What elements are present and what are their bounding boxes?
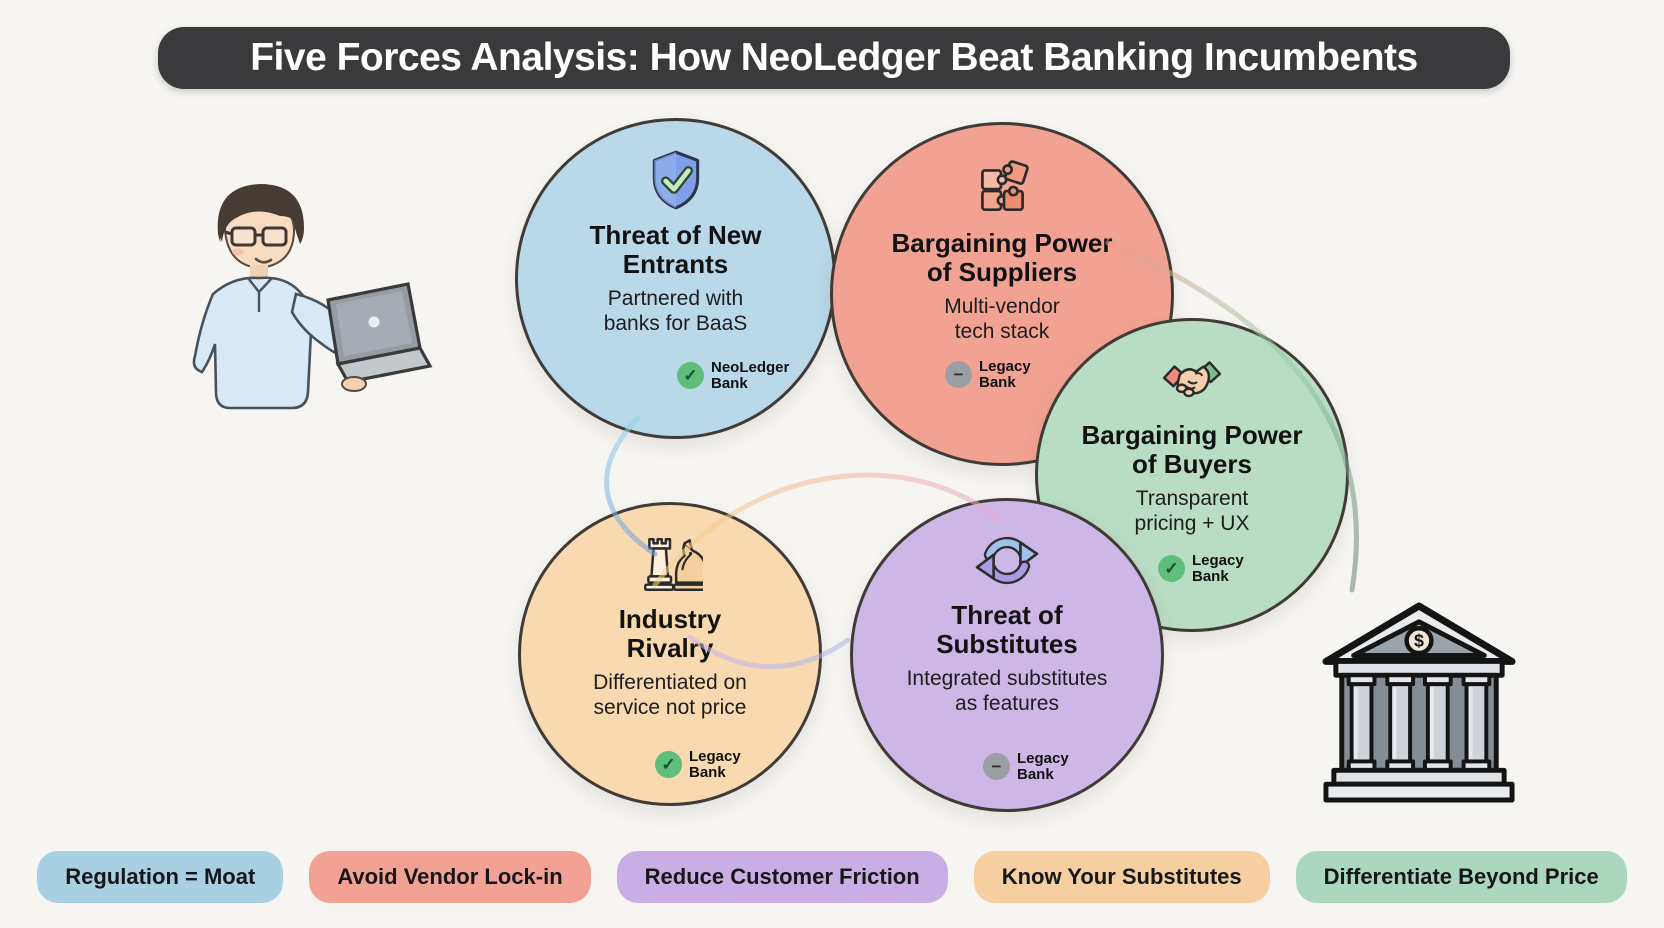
pill-reduce-customer-friction: Reduce Customer Friction <box>616 851 948 903</box>
pill-know-your-substitutes: Know Your Substitutes <box>973 851 1270 903</box>
force-circle-new-entrants: Threat of New Entrants Partnered with ba… <box>515 118 836 439</box>
force-subtitle: Integrated substitutes as features <box>906 667 1108 715</box>
bank-building-icon: $ <box>1320 600 1518 808</box>
force-title: Industry Rivalry <box>618 604 722 664</box>
cycle-arrows-icon <box>974 527 1040 593</box>
force-circle-substitutes: Threat of Substitutes Integrated substit… <box>850 498 1164 812</box>
check-icon: ✓ <box>1164 559 1179 579</box>
force-subtitle: Partnered with banks for BaaS <box>603 287 748 335</box>
force-circle-rivalry: Industry Rivalry Differentiated on servi… <box>518 502 822 806</box>
person-with-laptop-icon <box>158 172 454 442</box>
pill-differentiate-beyond-price: Differentiate Beyond Price <box>1295 851 1627 903</box>
force-badge: ✓ − Legacy Bank <box>1158 551 1280 585</box>
shield-check-icon <box>643 147 709 213</box>
badge-label: Legacy Bank <box>1017 749 1069 783</box>
force-title: Bargaining Power of Suppliers <box>891 228 1113 288</box>
force-badge: ✓ − NeoLedger Bank <box>677 358 799 392</box>
minus-icon: − <box>953 365 964 385</box>
badge-label: Legacy Bank <box>689 747 741 781</box>
force-subtitle: Multi-vendor tech stack <box>944 295 1060 343</box>
force-badge: ✓ − Legacy Bank <box>983 749 1105 783</box>
force-badge: ✓ − Legacy Bank <box>945 357 1067 391</box>
force-badge: ✓ − Legacy Bank <box>655 747 777 781</box>
force-subtitle: Transparent pricing + UX <box>1134 487 1250 535</box>
badge-label: NeoLedger Bank <box>711 358 790 392</box>
force-subtitle: Differentiated on service not price <box>593 671 747 719</box>
force-title: Threat of Substitutes <box>936 600 1078 660</box>
status-icon: ✓ − <box>1158 555 1185 583</box>
title-banner: Five Forces Analysis: How NeoLedger Beat… <box>158 27 1510 89</box>
handshake-icon <box>1159 347 1225 413</box>
badge-label: Legacy Bank <box>979 357 1031 391</box>
force-title: Threat of New Entrants <box>589 220 762 280</box>
status-icon: ✓ − <box>677 362 704 390</box>
puzzle-icon <box>969 155 1035 221</box>
status-icon: ✓ − <box>655 751 682 779</box>
page-title: Five Forces Analysis: How NeoLedger Beat… <box>250 36 1418 79</box>
check-icon: ✓ <box>683 366 698 386</box>
minus-icon: − <box>991 757 1002 777</box>
badge-label: Legacy Bank <box>1192 551 1244 585</box>
pill-regulation-moat: Regulation = Moat <box>37 851 284 903</box>
status-icon: ✓ − <box>983 753 1010 781</box>
check-icon: ✓ <box>661 755 676 775</box>
force-title: Bargaining Power of Buyers <box>1081 420 1303 480</box>
takeaway-pill-row: Regulation = Moat Avoid Vendor Lock-in R… <box>0 851 1664 903</box>
status-icon: ✓ − <box>945 361 972 389</box>
pill-avoid-vendor-lockin: Avoid Vendor Lock-in <box>309 851 591 903</box>
chess-pieces-icon <box>637 531 703 597</box>
svg-text:$: $ <box>1414 631 1424 651</box>
